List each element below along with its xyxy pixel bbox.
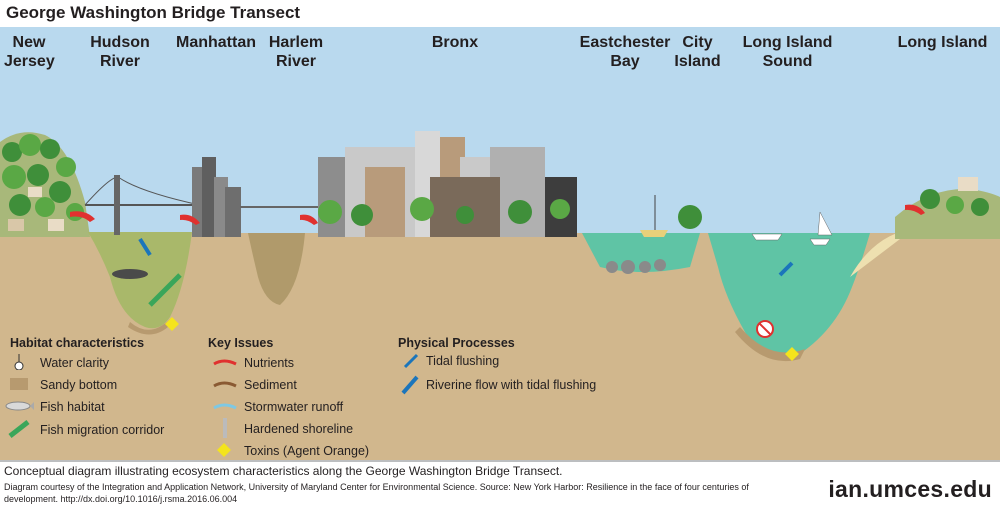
- hudson-sand: [128, 319, 170, 335]
- legend-fish-migration: Fish migration corridor: [40, 423, 165, 437]
- scene-toxin-hudson: [165, 317, 179, 331]
- scene-tidal-arrow-hudson: [138, 237, 152, 257]
- shoreline-icon: [223, 418, 227, 438]
- ian-logo[interactable]: ian.umces.edu: [828, 476, 992, 502]
- scene-migration-arrow: [148, 273, 182, 307]
- long-island-trees: [920, 177, 989, 216]
- legend-fish-habitat: Fish habitat: [40, 400, 105, 414]
- legend-hardened-shoreline: Hardened shoreline: [244, 422, 354, 436]
- legend-nutrients: Nutrients: [244, 356, 295, 370]
- legend-processes-title: Physical Processes: [398, 336, 515, 350]
- legend-water-clarity: Water clarity: [40, 356, 109, 370]
- legend-habitat-title: Habitat characteristics: [10, 336, 145, 350]
- secchi-disk-icon: [14, 354, 24, 370]
- nutrient-arrow-icon: [213, 359, 237, 366]
- riverine-flow-icon: [401, 375, 419, 395]
- legend-sediment: Sediment: [244, 378, 297, 392]
- toxin-diamond-icon: [217, 443, 231, 457]
- migration-arrow-icon: [8, 420, 30, 438]
- transect-scene: [0, 27, 1000, 460]
- oyster-reef: [606, 259, 666, 274]
- scene-nutrient-arrows: [70, 204, 925, 225]
- scene-no-symbol: [756, 320, 774, 338]
- city-island-tree: [678, 205, 702, 229]
- fish-icon: [5, 401, 34, 411]
- scene-tidal-arrow-sound: [778, 261, 794, 277]
- label-manhattan: Manhattan: [176, 34, 256, 51]
- legend-stormwater-runoff: Stormwater runoff: [244, 400, 344, 414]
- sand-icon: [10, 378, 28, 390]
- harlem-water: [248, 233, 305, 305]
- sound-water: [708, 233, 870, 358]
- sediment-arrow-icon: [213, 381, 237, 388]
- stormwater-arrow-icon: [213, 403, 237, 410]
- sailboat-eastchester: [640, 195, 668, 237]
- scene-toxin-sound: [785, 347, 799, 361]
- tidal-flushing-icon: [403, 353, 419, 369]
- diagram-title: George Washington Bridge Transect: [6, 3, 301, 22]
- hudson-water: [88, 232, 192, 329]
- caption-divider: [0, 460, 1000, 462]
- george-washington-bridge: [84, 175, 201, 235]
- label-long-island: Long Island: [897, 34, 988, 51]
- legend-tidal-flushing: Tidal flushing: [426, 354, 500, 368]
- legend-sandy-bottom: Sandy bottom: [40, 378, 118, 392]
- label-bronx: Bronx: [431, 34, 479, 51]
- boats-sound: [751, 211, 833, 246]
- bronx-buildings: [318, 131, 577, 237]
- legend-riverine-flow: Riverine flow with tidal flushing: [426, 378, 597, 392]
- credit: Diagram courtesy of the Integration and …: [4, 482, 749, 504]
- caption: Conceptual diagram illustrating ecosyste…: [4, 464, 563, 478]
- legend-toxins: Toxins (Agent Orange): [244, 444, 370, 458]
- scene-fish: [112, 269, 148, 279]
- legend-issues-title: Key Issues: [208, 336, 274, 350]
